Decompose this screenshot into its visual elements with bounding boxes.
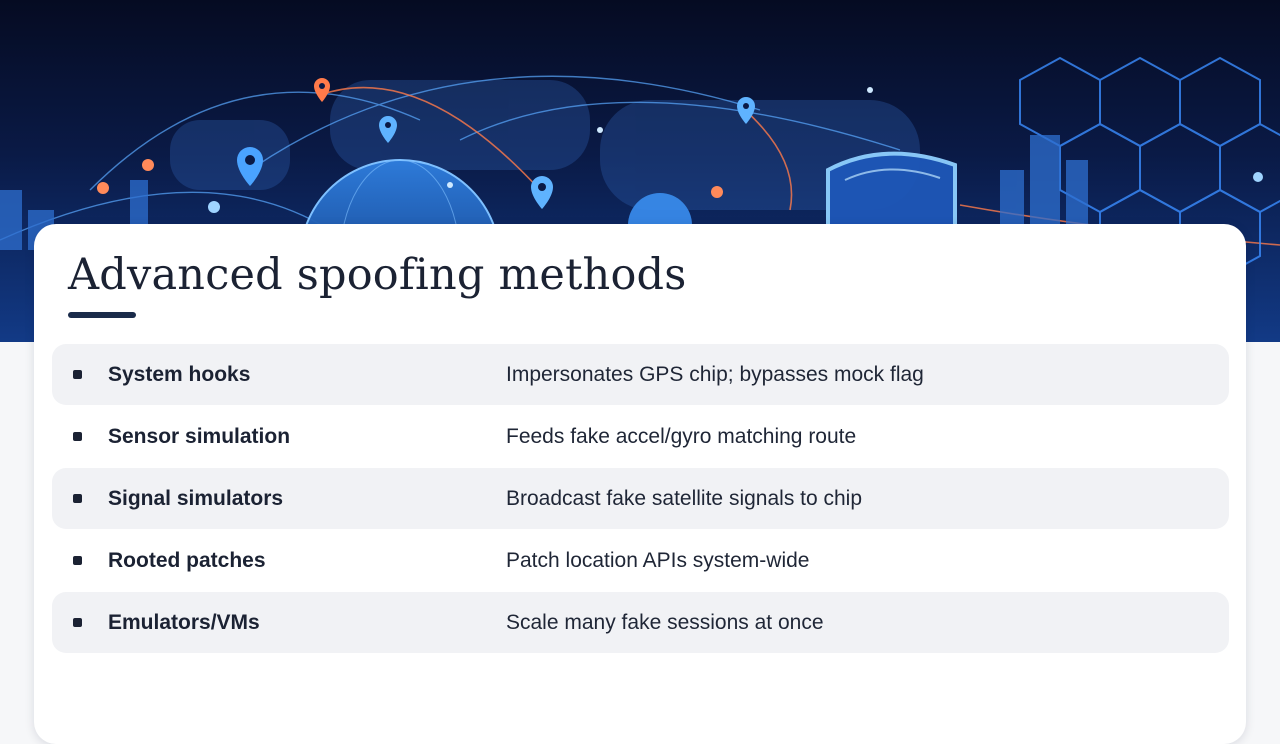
list-item: System hooks Impersonates GPS chip; bypa… [52, 344, 1229, 405]
location-pin-icon [531, 176, 553, 209]
bullet-icon [73, 432, 82, 441]
method-description: Patch location APIs system-wide [506, 549, 810, 572]
list-item: Emulators/VMs Scale many fake sessions a… [52, 592, 1229, 653]
slide-title: Advanced spoofing methods [68, 250, 687, 300]
bullet-icon [73, 494, 82, 503]
bullet-icon [73, 556, 82, 565]
method-description: Broadcast fake satellite signals to chip [506, 487, 863, 510]
method-description: Feeds fake accel/gyro matching route [506, 425, 857, 448]
location-pin-icon [314, 78, 330, 102]
list-item: Signal simulators Broadcast fake satelli… [52, 468, 1229, 529]
bullet-icon [73, 618, 82, 627]
method-description: Scale many fake sessions at once [506, 611, 824, 634]
method-name: Emulators/VMs [108, 611, 260, 634]
method-name: System hooks [108, 363, 251, 386]
location-pin-icon [379, 116, 397, 143]
method-description: Impersonates GPS chip; bypasses mock fla… [506, 363, 924, 386]
location-pin-icon [737, 97, 755, 124]
method-name: Sensor simulation [108, 425, 291, 448]
title-underline [68, 312, 136, 318]
method-name: Signal simulators [108, 487, 284, 510]
location-pin-icon [237, 147, 263, 186]
list-item: Rooted patches Patch location APIs syste… [52, 530, 1229, 591]
content-card: Advanced spoofing methods System hooks I… [34, 224, 1246, 744]
list-item: Sensor simulation Feeds fake accel/gyro … [52, 406, 1229, 467]
methods-list: System hooks Impersonates GPS chip; bypa… [52, 344, 1229, 654]
method-name: Rooted patches [108, 549, 266, 572]
bullet-icon [73, 370, 82, 379]
